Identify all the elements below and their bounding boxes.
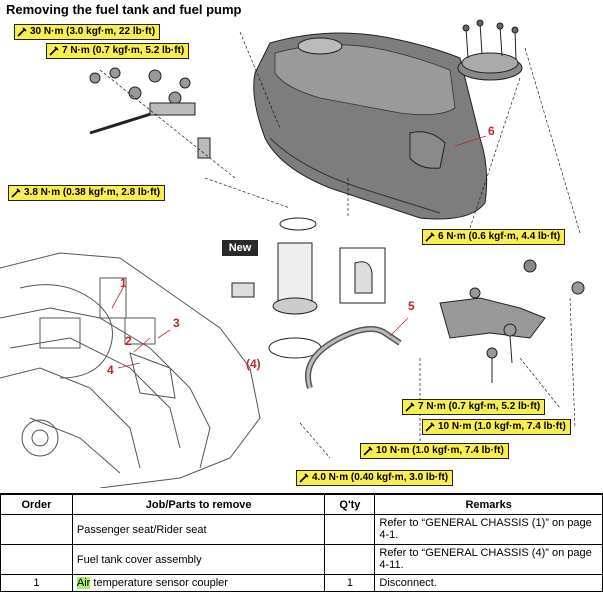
torque-text: 10 N·m (1.0 kgf·m, 7.4 lb·ft) (438, 421, 566, 432)
torque-text: 7 N·m (0.7 kgf·m, 5.2 lb·ft) (418, 401, 541, 412)
page-title: Removing the fuel tank and fuel pump (6, 2, 242, 17)
table-row: Fuel tank cover assembly Refer to “GENER… (0, 544, 603, 575)
torque-text: 30 N·m (3.0 kgf·m, 22 lb·ft) (30, 26, 156, 37)
callout-4: 4 (107, 363, 114, 377)
header-job: Job/Parts to remove (71, 493, 326, 515)
torque-spec-2: 7 N·m (0.7 kgf·m, 5.2 lb·ft) (46, 43, 190, 59)
callout-5: 5 (408, 299, 415, 313)
torque-spec-4: 6 N·m (0.6 kgf·m, 4.4 lb·ft) (422, 229, 566, 245)
callout-3: 3 (173, 316, 180, 330)
wrench-icon (17, 27, 27, 37)
torque-spec-3: 3.8 N·m (0.38 kgf·m, 2.8 lb·ft) (8, 185, 166, 201)
table-row: 1 Air temperature sensor coupler 1 Disco… (0, 574, 603, 592)
fuel-tank (253, 32, 488, 220)
exploded-diagram (0, 19, 585, 488)
wrench-icon (299, 473, 309, 483)
wrench-icon (363, 446, 373, 456)
wrench-icon (11, 188, 21, 198)
wrench-icon (425, 232, 435, 242)
highlighted-text: Air (76, 577, 91, 589)
torque-text: 10 N·m (1.0 kgf·m, 7.4 lb·ft) (376, 445, 504, 456)
cell-order: 1 (0, 574, 73, 592)
cell-remarks: Refer to “GENERAL CHASSIS (4)” on page 4… (374, 544, 603, 575)
cell-qty (324, 544, 376, 575)
new-part-label: New (222, 240, 258, 256)
torque-text: 7 N·m (0.7 kgf·m, 5.2 lb·ft) (62, 45, 185, 56)
fuel-pump (231, 217, 386, 359)
pump-bracket-top (457, 19, 523, 81)
cell-job: Passenger seat/Rider seat (71, 514, 326, 545)
jobs-table: Order Job/Parts to remove Q'ty Remarks P… (0, 493, 603, 592)
callout-6: 6 (488, 124, 495, 138)
header-qty: Q'ty (324, 493, 376, 515)
wrench-icon (405, 402, 415, 412)
torque-spec-5: 7 N·m (0.7 kgf·m, 5.2 lb·ft) (402, 399, 546, 415)
header-remarks: Remarks (374, 493, 603, 515)
torque-spec-6: 10 N·m (1.0 kgf·m, 7.4 lb·ft) (422, 419, 571, 435)
callout-4-paren: (4) (246, 357, 261, 371)
table-header-row: Order Job/Parts to remove Q'ty Remarks (0, 493, 603, 515)
bolt-assembly (89, 67, 211, 159)
wrench-icon (425, 422, 435, 432)
torque-text: 6 N·m (0.6 kgf·m, 4.4 lb·ft) (438, 231, 561, 242)
torque-text: 4.0 N·m (0.40 kgf·m, 3.0 lb·ft) (312, 472, 449, 483)
header-order: Order (0, 493, 73, 515)
torque-spec-8: 4.0 N·m (0.40 kgf·m, 3.0 lb·ft) (296, 470, 454, 486)
callout-1: 1 (120, 276, 127, 290)
wrench-icon (49, 46, 59, 56)
cell-qty (324, 514, 376, 545)
cell-remarks: Disconnect. (374, 574, 603, 592)
fuel-hose (305, 326, 402, 389)
table-row: Passenger seat/Rider seat Refer to “GENE… (0, 514, 603, 545)
torque-spec-7: 10 N·m (1.0 kgf·m, 7.4 lb·ft) (360, 443, 509, 459)
tank-bracket (439, 259, 585, 383)
cell-remarks: Refer to “GENERAL CHASSIS (1)” on page 4… (374, 514, 603, 545)
callout-2: 2 (125, 334, 132, 348)
cell-order (0, 514, 73, 545)
job-text: temperature sensor coupler (90, 577, 228, 589)
torque-spec-1: 30 N·m (3.0 kgf·m, 22 lb·ft) (14, 24, 161, 40)
cell-job: Air temperature sensor coupler (71, 574, 326, 592)
cell-qty: 1 (324, 574, 376, 592)
torque-text: 3.8 N·m (0.38 kgf·m, 2.8 lb·ft) (24, 187, 161, 198)
cell-order (0, 544, 73, 575)
cell-job: Fuel tank cover assembly (71, 544, 326, 575)
